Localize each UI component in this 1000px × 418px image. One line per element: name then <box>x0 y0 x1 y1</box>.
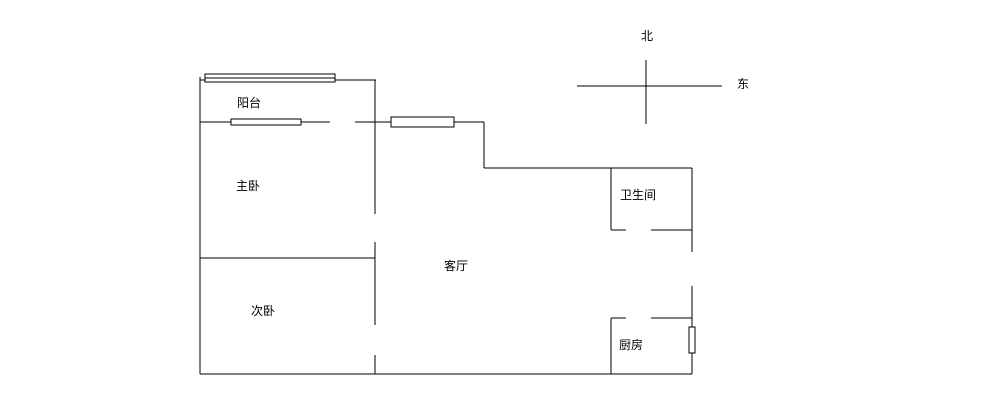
room-label-master-bedroom: 主卧 <box>236 179 261 193</box>
room-label-kitchen: 厨房 <box>619 338 644 352</box>
window-living-room <box>390 116 455 128</box>
compass-north-label: 北 <box>641 29 654 43</box>
window-kitchen <box>688 326 696 354</box>
room-label-living-room: 客厅 <box>444 259 469 273</box>
walls <box>199 77 693 375</box>
room-label-bathroom: 卫生间 <box>620 188 657 202</box>
window-balcony-top <box>204 73 336 83</box>
compass-cross <box>577 60 722 124</box>
room-label-second-bedroom: 次卧 <box>251 304 276 318</box>
window-balcony-bedroom <box>230 118 302 126</box>
compass-east-label: 东 <box>737 77 750 91</box>
room-label-balcony: 阳台 <box>237 96 262 110</box>
